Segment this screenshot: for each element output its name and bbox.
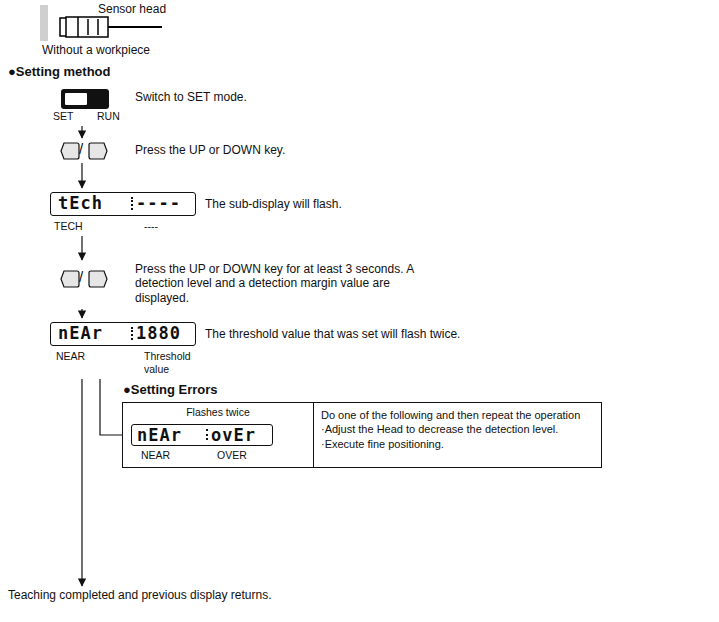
- step-text: /: [79, 141, 83, 158]
- display-readout: nEAr: [58, 325, 103, 342]
- step-text: ●Setting Errors: [123, 382, 218, 398]
- flow-arrow: [81, 126, 82, 138]
- display-step: nEAr 1880NEAR Threshold value The threshold…: [48, 320, 461, 376]
- step-text: Press the UP or DOWN key.: [135, 143, 285, 157]
- note-column: Do one of the following and then repeat …: [321, 408, 595, 451]
- step-text: ·Adjust the Head to decrease the detecti…: [321, 422, 595, 436]
- up-key: [88, 142, 108, 160]
- display-caption: OVER: [217, 449, 247, 462]
- step-text: Teaching completed and previous display …: [8, 588, 271, 602]
- flow-arrow: [100, 379, 122, 435]
- display-readout: tEch: [58, 195, 103, 212]
- step-text: /: [79, 269, 83, 286]
- step-text: ·Execute fine positioning.: [321, 437, 595, 451]
- step-text: Do one of the following and then repeat …: [321, 408, 595, 422]
- flow-arrow: [81, 163, 82, 188]
- down-key: [60, 142, 80, 160]
- display-readout: 1880: [136, 325, 181, 342]
- down-key: [60, 270, 80, 288]
- display-divider: [206, 429, 208, 440]
- flow-arrow: [81, 309, 82, 318]
- error-table: Do one of the following and then repeat …: [122, 402, 602, 468]
- display-readout: ovEr: [211, 427, 256, 444]
- up-key: [88, 270, 108, 288]
- display-caption: NEAR: [56, 350, 85, 363]
- display-divider: [131, 327, 133, 340]
- display-caption: SET: [53, 110, 73, 123]
- part-label: Sensor head: [98, 2, 166, 16]
- display-divider: [131, 197, 133, 210]
- step-text: The sub-display will flash.: [205, 197, 342, 211]
- display-caption: NEAR: [141, 449, 170, 462]
- display-caption: Flashes twice: [123, 406, 313, 419]
- display-caption: RUN: [97, 110, 120, 123]
- step-text: The threshold value that was set will fl…: [205, 327, 460, 341]
- display-readout: nEAr: [137, 427, 182, 444]
- caption-note: Without a workpiece: [42, 43, 150, 57]
- flow-arrow: [81, 379, 82, 586]
- step-text: Switch to SET mode.: [135, 90, 247, 104]
- flow-arrow: [81, 236, 82, 260]
- display-caption: ----: [144, 220, 158, 233]
- key-step: / Press the UP or DOWN key for at least 3…: [58, 262, 417, 306]
- section-heading: ●Setting method: [8, 64, 110, 80]
- table-divider: [313, 403, 314, 467]
- end-note: Teaching completed and previous display …: [8, 588, 272, 603]
- display-step: tEch ---- TECH ---- The sub-display will fla…: [48, 190, 342, 233]
- mode-switch: [60, 88, 110, 110]
- switch-step: SET RUN Switch to SET mode.: [50, 86, 247, 123]
- background-plate: [40, 5, 48, 41]
- display-caption: TECH: [54, 220, 83, 233]
- sensor-head: [60, 17, 162, 37]
- step-text: Press the UP or DOWN key for at least 3 …: [135, 262, 417, 305]
- key-step: / Press the UP or DOWN key.: [58, 140, 286, 160]
- display-caption: Threshold value: [144, 350, 206, 375]
- display-readout: ----: [136, 195, 181, 212]
